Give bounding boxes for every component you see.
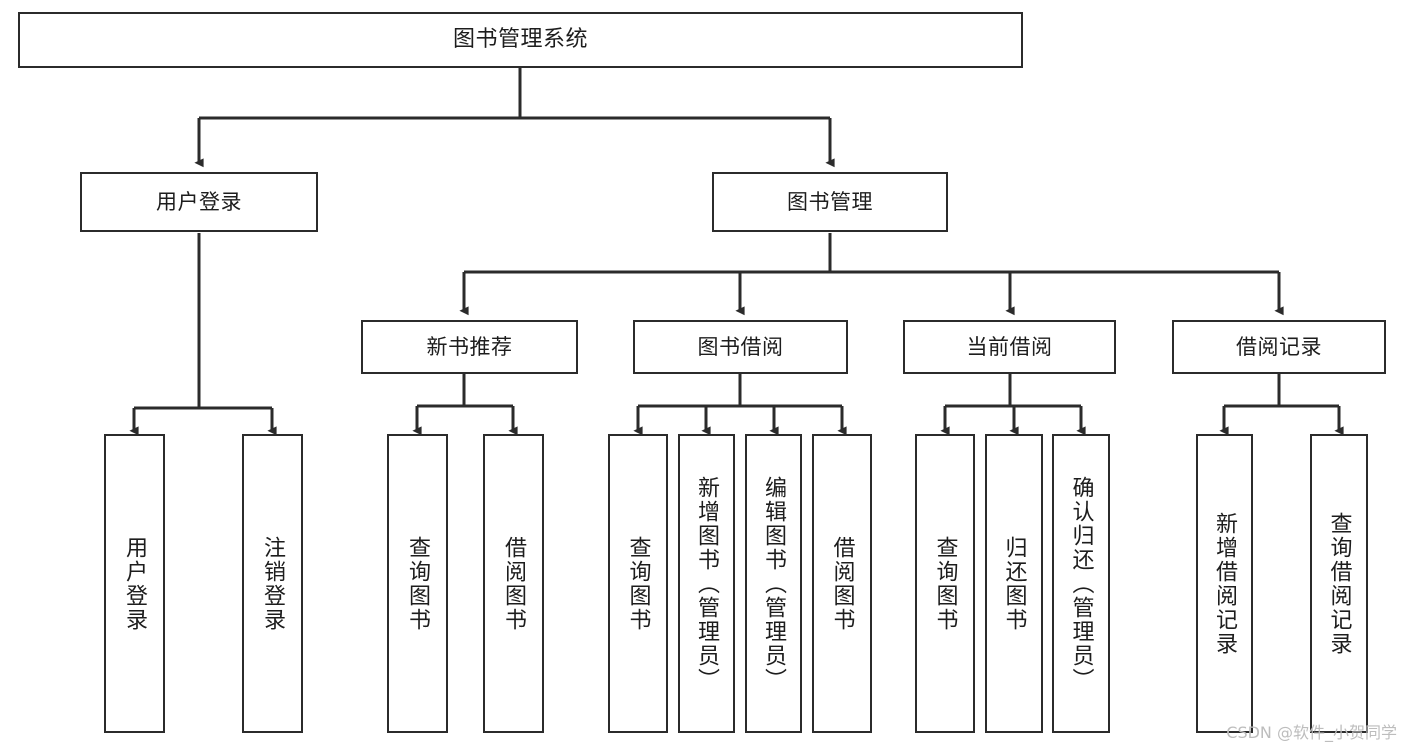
node-book-management[interactable]: 图书管理 [712,172,948,232]
node-label: 确认归还（管理员） [1068,475,1094,692]
node-label: 用户登录 [122,535,148,632]
node-label: 用户登录 [156,189,242,214]
node-book-borrowing[interactable]: 图书借阅 [633,320,848,374]
node-label: 注销登录 [260,535,286,632]
leaf-add-book-admin[interactable]: 新增图书（管理员） [678,434,735,733]
node-label: 查询图书 [932,535,958,632]
leaf-query-book-new-book[interactable]: 查询图书 [387,434,448,733]
node-new-book-recommendation[interactable]: 新书推荐 [361,320,578,374]
node-label: 新书推荐 [426,334,513,359]
node-label: 归还图书 [1001,535,1027,632]
node-label: 借阅图书 [501,535,527,632]
node-root-book-management-system[interactable]: 图书管理系统 [18,12,1023,68]
node-label: 借阅图书 [829,535,855,632]
leaf-return-book[interactable]: 归还图书 [985,434,1043,733]
leaf-query-book-borrowing[interactable]: 查询图书 [608,434,668,733]
leaf-borrow-book-new-book[interactable]: 借阅图书 [483,434,544,733]
node-label: 新增图书（管理员） [694,475,720,692]
node-label: 图书管理系统 [452,27,588,53]
leaf-query-borrowing-record[interactable]: 查询借阅记录 [1310,434,1368,733]
node-current-borrowing[interactable]: 当前借阅 [903,320,1116,374]
node-user-login[interactable]: 用户登录 [80,172,318,232]
node-label: 当前借阅 [966,334,1053,359]
node-label: 新增借阅记录 [1212,511,1238,656]
leaf-borrow-book-borrowing[interactable]: 借阅图书 [812,434,872,733]
node-label: 查询图书 [625,535,651,632]
node-label: 借阅记录 [1236,334,1322,359]
node-label: 查询图书 [405,535,431,632]
csdn-watermark: CSDN @软件_小贺同学 [1226,723,1397,742]
leaf-query-book-current[interactable]: 查询图书 [915,434,975,733]
node-label: 查询借阅记录 [1326,511,1352,656]
leaf-user-login[interactable]: 用户登录 [104,434,165,733]
node-label: 编辑图书（管理员） [761,475,787,692]
node-label: 图书借阅 [697,334,784,359]
leaf-add-borrowing-record[interactable]: 新增借阅记录 [1196,434,1253,733]
leaf-edit-book-admin[interactable]: 编辑图书（管理员） [745,434,802,733]
leaf-confirm-return-admin[interactable]: 确认归还（管理员） [1052,434,1110,733]
leaf-logout[interactable]: 注销登录 [242,434,303,733]
node-label: 图书管理 [787,189,873,214]
node-borrowing-record[interactable]: 借阅记录 [1172,320,1386,374]
